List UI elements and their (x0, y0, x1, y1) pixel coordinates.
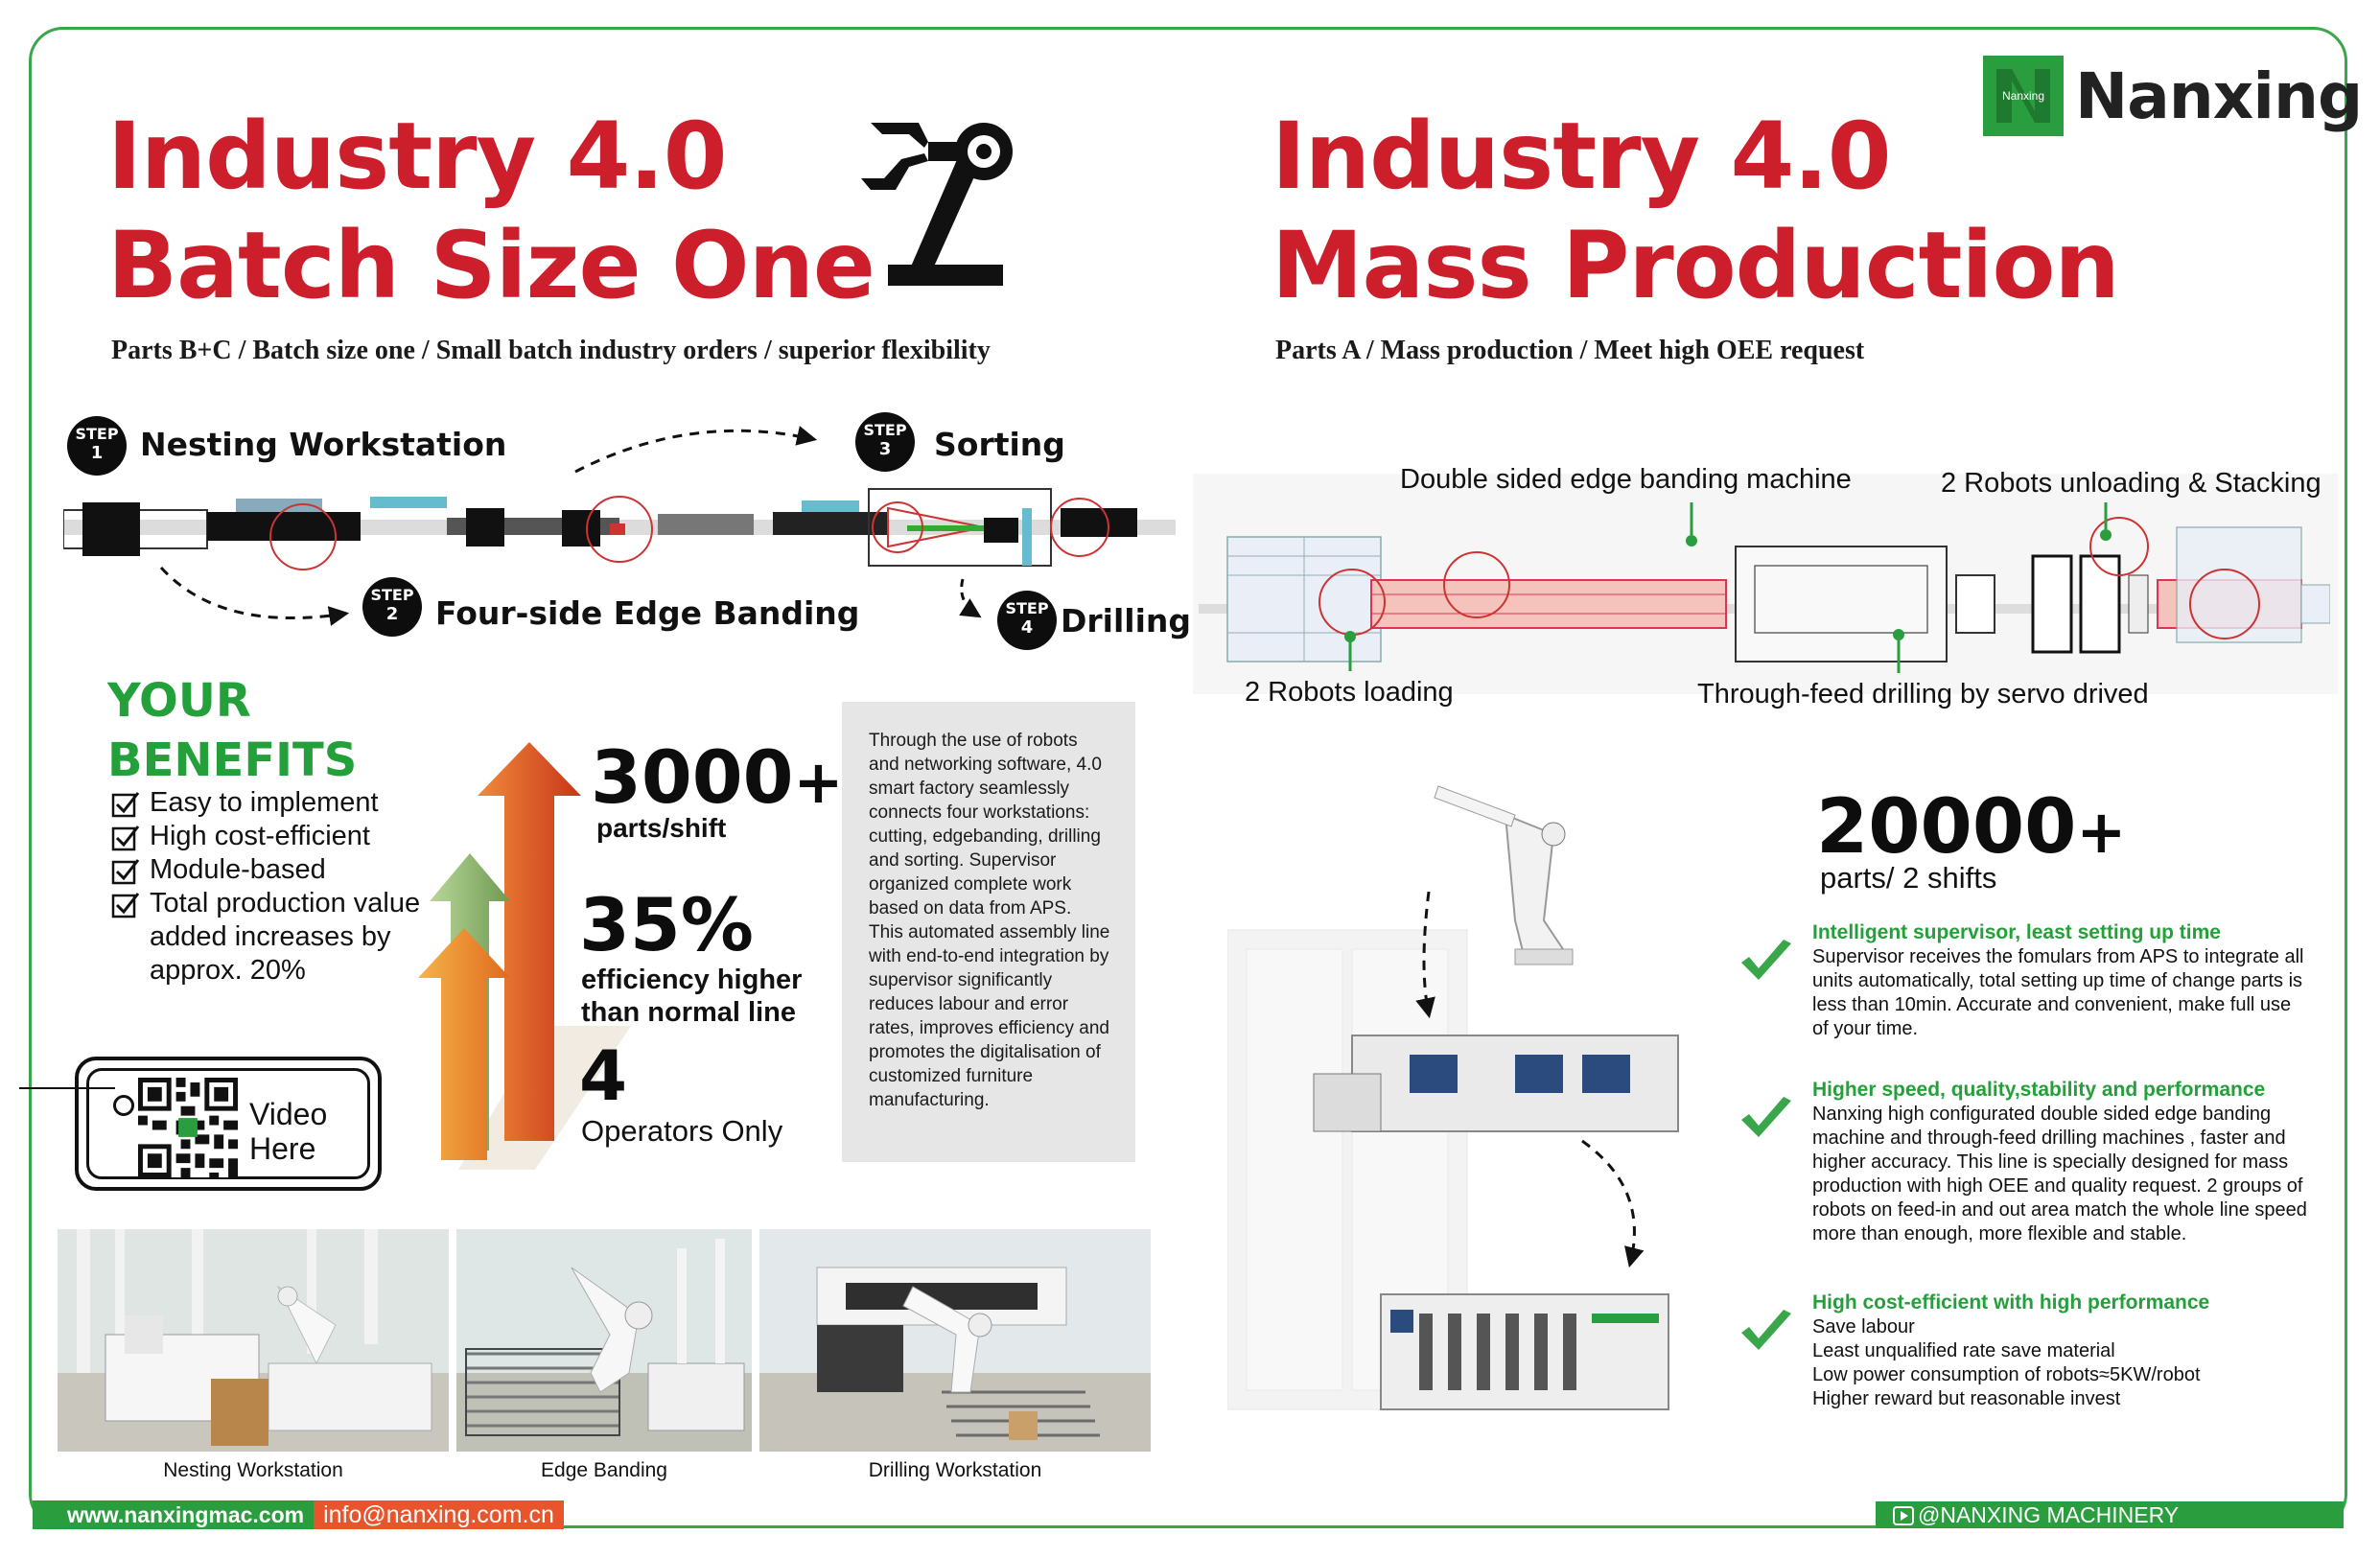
step-3-label: Sorting (934, 426, 1065, 463)
checkbox-checked-icon (111, 893, 140, 919)
mass-line-layout-drawing (1199, 517, 2330, 663)
description-text: Through the use of robots and networking… (869, 731, 1110, 1110)
benefits-title: YOUR BENEFITS (107, 674, 358, 787)
right-title-line2: Mass Production (1272, 212, 2120, 319)
left-title-line2: Batch Size One (107, 212, 875, 319)
benefit-item: High cost-efficient (111, 820, 437, 853)
green-check-icon (1741, 1310, 1791, 1350)
feature-higher-speed: Higher speed, quality,stability and perf… (1812, 1079, 2307, 1244)
website-link[interactable]: www.nanxingmac.com (33, 1500, 315, 1529)
left-title-line1: Industry 4.0 (107, 103, 728, 210)
social-handle-bar[interactable]: @NANXING MACHINERY (1876, 1501, 2344, 1528)
efficiency-value: 35% (579, 882, 754, 967)
step-4-label: Drilling (1061, 602, 1192, 639)
callout-unloading: 2 Robots unloading & Stacking (1941, 468, 2322, 499)
video-qr-box[interactable]: Video Here (75, 1057, 382, 1191)
video-label: Video Here (249, 1097, 328, 1166)
parts-per-2-shifts-value: 20000+ (1816, 784, 2127, 871)
operators-label: Operators Only (581, 1114, 783, 1148)
drilling-workstation-photo (759, 1229, 1151, 1452)
callout-loading: 2 Robots loading (1245, 677, 1454, 708)
parts-per-shift-label: parts/shift (596, 813, 727, 843)
social-handle: @NANXING MACHINERY (1918, 1502, 2180, 1527)
callout-pointers (1344, 502, 2112, 673)
benefit-item: Module-based (111, 853, 437, 887)
brand-name: Nanxing (2075, 59, 2363, 133)
machines-illustration (1227, 785, 1679, 1410)
nesting-workstation-photo (58, 1229, 449, 1452)
photo-caption: Drilling Workstation (868, 1459, 1042, 1481)
photo-caption: Nesting Workstation (163, 1459, 343, 1481)
left-subtitle: Parts B+C / Batch size one / Small batch… (111, 336, 991, 365)
checkbox-checked-icon (111, 792, 140, 818)
poster-frame (29, 27, 2347, 1528)
logo-mark-text: Nanxing (2002, 89, 2044, 103)
edge-banding-photo (456, 1229, 752, 1452)
green-check-icon (1741, 940, 1791, 980)
benefits-list: Easy to implement High cost-efficient Mo… (111, 786, 437, 988)
video-tag-string (19, 1087, 115, 1089)
checkbox-checked-icon (111, 826, 140, 851)
callout-edge-banding: Double sided edge banding machine (1400, 464, 1852, 495)
email-link[interactable]: info@nanxing.com.cn (314, 1500, 564, 1529)
nanxing-logo-mark: Nanxing (1983, 56, 2064, 141)
operators-value: 4 (579, 1035, 628, 1116)
checkbox-checked-icon (111, 859, 140, 885)
growth-arrows-icon (418, 742, 631, 1170)
footer-contact-bar: www.nanxingmac.com info@nanxing.com.cn (33, 1500, 564, 1529)
efficiency-label-line2: than normal line (581, 997, 796, 1028)
parts-per-shift-value: 3000+ (591, 734, 844, 820)
step-1-label: Nesting Workstation (140, 426, 507, 463)
right-subtitle: Parts A / Mass production / Meet high OE… (1275, 336, 1865, 365)
callout-drilling: Through-feed drilling by servo drived (1697, 679, 2149, 709)
step-flow-arrows (159, 426, 982, 626)
tag-hole-icon (113, 1095, 134, 1116)
feature-cost-efficient: High cost-efficient with high performanc… (1812, 1291, 2210, 1409)
benefit-item: Easy to implement (111, 786, 437, 820)
efficiency-label-line1: efficiency higher (581, 965, 803, 995)
description-box: Through the use of robots and networking… (842, 702, 1135, 1162)
green-check-icon (1741, 1097, 1791, 1137)
qr-code-icon[interactable] (138, 1078, 238, 1177)
video-play-icon (1893, 1506, 1914, 1525)
batch-line-layout-drawing (63, 488, 1176, 570)
benefit-item: Total production value added increases b… (111, 887, 437, 988)
robot-arm-icon (842, 113, 1034, 300)
feature-intelligent-supervisor: Intelligent supervisor, least setting up… (1812, 921, 2304, 1039)
parts-per-2-shifts-label: parts/ 2 shifts (1820, 861, 1997, 895)
right-title-line1: Industry 4.0 (1272, 103, 1892, 210)
photo-caption: Edge Banding (541, 1459, 667, 1481)
step-2-label: Four-side Edge Banding (435, 594, 860, 632)
